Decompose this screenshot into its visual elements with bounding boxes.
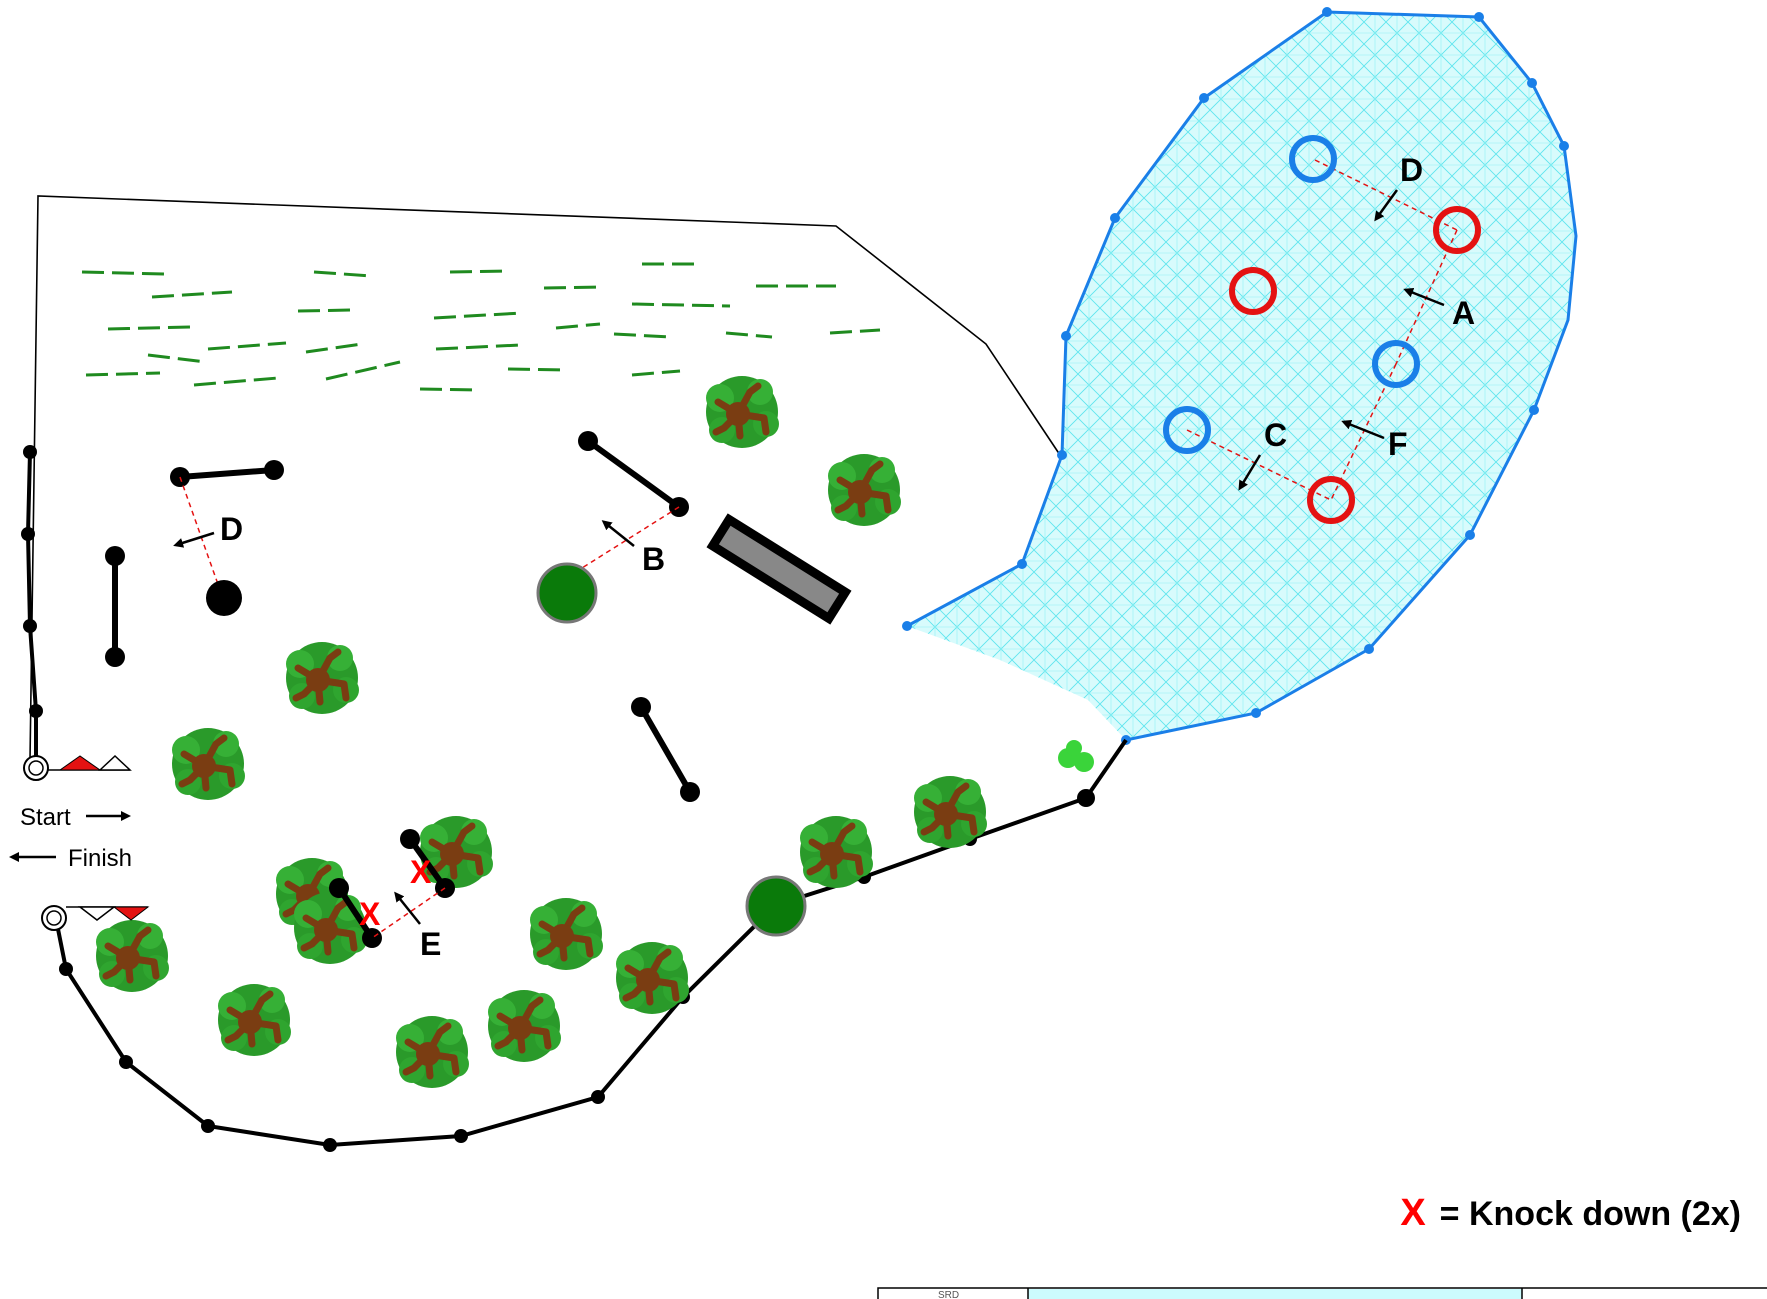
finish-flags xyxy=(41,905,150,931)
water-edge-posts xyxy=(902,7,1569,745)
finish-label: Finish xyxy=(68,845,132,872)
title-box: SRD xyxy=(877,1287,1767,1299)
label-d-left: D xyxy=(220,511,243,547)
water-arrows xyxy=(1238,189,1445,491)
flag-blue-1 xyxy=(1289,135,1337,183)
legend-knockdown: X = Knock down (2x) xyxy=(1400,1192,1741,1235)
knockdown-marker-1: X xyxy=(410,854,432,890)
trees xyxy=(96,376,987,1088)
legend-text: = Knock down (2x) xyxy=(1439,1195,1741,1233)
label-a: A xyxy=(1452,295,1475,331)
trough xyxy=(706,513,852,625)
obstacle-e xyxy=(329,829,455,948)
label-e: E xyxy=(420,926,441,962)
label-b: B xyxy=(642,541,665,577)
legend-symbol: X xyxy=(1400,1192,1426,1234)
log-left xyxy=(105,546,125,667)
green-ball-fence xyxy=(745,875,807,937)
log-middle xyxy=(631,697,700,802)
label-c: C xyxy=(1264,417,1287,453)
flag-red-3 xyxy=(1307,476,1355,524)
arena-boundary xyxy=(29,195,1061,761)
flag-red-2 xyxy=(1229,267,1277,315)
obstacle-d-left xyxy=(170,460,284,616)
water-area xyxy=(907,12,1576,740)
flag-red-1 xyxy=(1433,206,1481,254)
start-flags xyxy=(23,754,132,781)
start-label: Start xyxy=(20,804,71,831)
title-box-text: SRD xyxy=(938,1290,959,1299)
flag-blue-2 xyxy=(1372,340,1420,388)
label-d-water: D xyxy=(1400,152,1423,188)
grass-area xyxy=(81,262,881,392)
knockdown-marker-2: X xyxy=(359,896,381,932)
obstacle-b xyxy=(536,431,689,624)
flag-blue-3 xyxy=(1163,406,1211,454)
label-f: F xyxy=(1388,426,1408,462)
shrub xyxy=(1058,740,1094,772)
